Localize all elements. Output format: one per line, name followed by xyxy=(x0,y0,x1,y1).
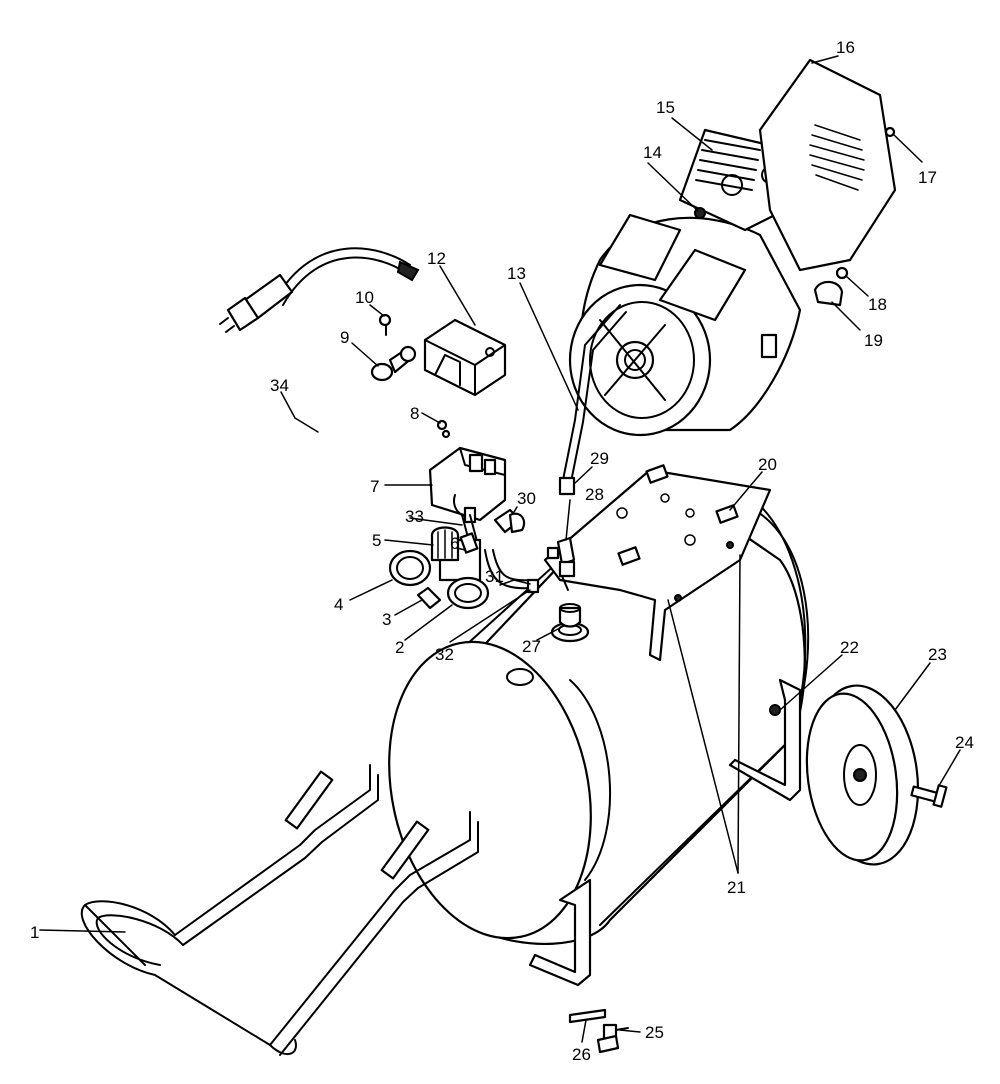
drain-valve xyxy=(596,1023,629,1054)
callout-15: 15 xyxy=(656,98,675,117)
fan-grille xyxy=(809,124,865,191)
callout-20: 20 xyxy=(758,455,777,474)
callout-29: 29 xyxy=(590,449,609,468)
outlet-tube xyxy=(558,304,627,496)
switch-cover xyxy=(423,318,507,397)
callout-labels: 1 2 3 4 5 6 7 8 9 10 12 13 14 15 16 17 1… xyxy=(30,38,974,1064)
mounting-plate xyxy=(543,468,772,662)
wheel xyxy=(805,684,920,866)
callout-22: 22 xyxy=(840,638,859,657)
callout-32: 32 xyxy=(435,645,454,664)
callout-34: 34 xyxy=(270,376,289,395)
callout-10: 10 xyxy=(355,288,374,307)
axle-bolt xyxy=(910,784,948,808)
callout-27: 27 xyxy=(522,637,541,656)
callout-13: 13 xyxy=(507,264,526,283)
callout-2: 2 xyxy=(395,638,404,657)
callout-33: 33 xyxy=(405,507,424,526)
callout-19: 19 xyxy=(864,331,883,350)
callout-23: 23 xyxy=(928,645,947,664)
callout-21: 21 xyxy=(727,878,746,897)
pump-motor xyxy=(568,58,897,437)
front-leg xyxy=(528,878,592,987)
callout-4: 4 xyxy=(334,595,343,614)
screw-8 xyxy=(436,419,451,439)
handle-assembly xyxy=(80,764,479,1056)
callout-17: 17 xyxy=(918,168,937,187)
cylinder-fins xyxy=(695,139,761,191)
callout-28: 28 xyxy=(585,485,604,504)
drain-strip xyxy=(568,1008,607,1024)
rubber-pads xyxy=(617,464,739,566)
callout-3: 3 xyxy=(382,610,391,629)
leader-lines xyxy=(39,55,961,1043)
screw-10 xyxy=(378,313,392,336)
air-tank xyxy=(388,468,810,946)
power-cord xyxy=(219,247,420,333)
callout-31: 31 xyxy=(485,567,504,586)
callout-24: 24 xyxy=(955,733,974,752)
callout-1: 1 xyxy=(30,923,39,942)
callout-7: 7 xyxy=(370,477,379,496)
callout-9: 9 xyxy=(340,328,349,347)
callout-6: 6 xyxy=(450,534,459,553)
callout-25: 25 xyxy=(645,1023,664,1042)
strain-relief xyxy=(370,345,417,382)
callout-18: 18 xyxy=(868,295,887,314)
callout-12: 12 xyxy=(427,249,446,268)
check-valve xyxy=(546,536,576,591)
callout-26: 26 xyxy=(572,1045,591,1064)
callout-8: 8 xyxy=(410,404,419,423)
callout-30: 30 xyxy=(517,489,536,508)
callout-5: 5 xyxy=(372,531,381,550)
manifold xyxy=(388,508,540,610)
pressure-switch xyxy=(428,446,507,524)
callout-16: 16 xyxy=(836,38,855,57)
callout-14: 14 xyxy=(643,143,662,162)
